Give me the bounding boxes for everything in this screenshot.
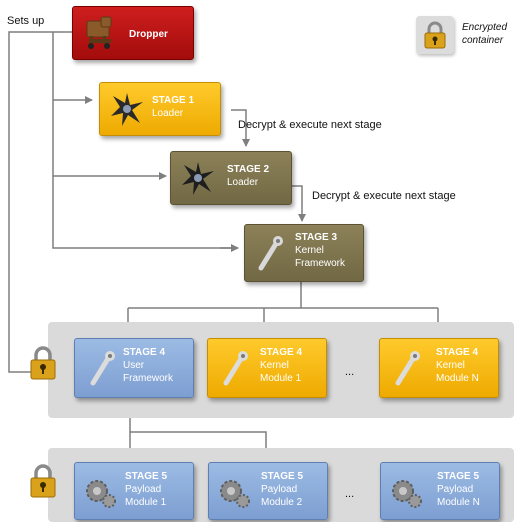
gear-icon	[86, 480, 116, 508]
stage5-moduleN-sub2: Module N	[437, 497, 480, 508]
stage4-moduleN-title: STAGE 4	[436, 347, 479, 358]
lock-icon	[30, 346, 56, 380]
stage5-module1-title: STAGE 5	[125, 471, 168, 482]
trojan-horse-icon	[86, 16, 112, 49]
legend-lock-box	[416, 16, 454, 54]
stage4-user-sub1: User	[123, 360, 145, 371]
decrypt-label-2: Decrypt & execute next stage	[312, 190, 456, 202]
stage4-module1-sub1: Kernel	[260, 360, 289, 371]
stage2-box: STAGE 2 Loader	[170, 151, 292, 205]
sets-up-label: Sets up	[7, 15, 45, 27]
stage1-sub: Loader	[152, 108, 184, 119]
decrypt-label-1: Decrypt & execute next stage	[238, 119, 382, 131]
gear-icon	[220, 480, 250, 508]
stage1-title: STAGE 1	[152, 95, 195, 106]
stage4-user-title: STAGE 4	[123, 347, 166, 358]
stage1-box: STAGE 1 Loader	[99, 82, 221, 136]
stage5-module2-box: STAGE 5 Payload Module 2	[208, 462, 328, 520]
stage5-module2-title: STAGE 5	[261, 471, 304, 482]
stage5-moduleN-sub1: Payload	[437, 484, 474, 495]
stage4-module1-box: STAGE 4 Kernel Module 1	[207, 338, 327, 398]
stage5-module1-sub2: Module 1	[125, 497, 167, 508]
wrench-icon	[90, 351, 115, 386]
stage5-moduleN-box: STAGE 5 Payload Module N	[380, 462, 500, 520]
legend-line1: Encrypted	[462, 22, 508, 33]
stage5-ellipsis: ...	[345, 488, 355, 500]
stage4-user-sub2: Framework	[123, 373, 174, 384]
stage5-module2-sub1: Payload	[261, 484, 298, 495]
wrench-icon	[223, 351, 248, 386]
stage5-module1-box: STAGE 5 Payload Module 1	[74, 462, 194, 520]
stage4-moduleN-sub2: Module N	[436, 373, 479, 384]
stage3-box: STAGE 3 Kernel Framework	[244, 224, 364, 282]
lock-icon	[30, 464, 56, 498]
dropper-title: Dropper	[129, 29, 168, 40]
stage4-ellipsis: ...	[345, 366, 355, 378]
dropper-box: Dropper	[72, 6, 194, 60]
stage3-sub2: Framework	[295, 258, 346, 269]
wrench-icon	[258, 236, 283, 271]
legend-line2: container	[462, 35, 504, 46]
stage5-moduleN-title: STAGE 5	[437, 471, 480, 482]
stage4-moduleN-box: STAGE 4 Kernel Module N	[379, 338, 499, 398]
stage4-module1-title: STAGE 4	[260, 347, 303, 358]
lock-icon	[424, 21, 446, 49]
stage2-sub: Loader	[227, 177, 259, 188]
stage4-user-box: STAGE 4 User Framework	[74, 338, 194, 398]
stage5-module2-sub2: Module 2	[261, 497, 303, 508]
stage2-title: STAGE 2	[227, 164, 270, 175]
stage3-sub1: Kernel	[295, 245, 324, 256]
star-burst-icon	[111, 93, 143, 126]
stage5-module1-sub1: Payload	[125, 484, 162, 495]
stage4-module1-sub2: Module 1	[260, 373, 302, 384]
wrench-icon	[395, 351, 420, 386]
star-burst-icon	[182, 162, 214, 195]
stage3-title: STAGE 3	[295, 232, 338, 243]
gear-icon	[392, 480, 422, 508]
stage4-moduleN-sub1: Kernel	[436, 360, 465, 371]
